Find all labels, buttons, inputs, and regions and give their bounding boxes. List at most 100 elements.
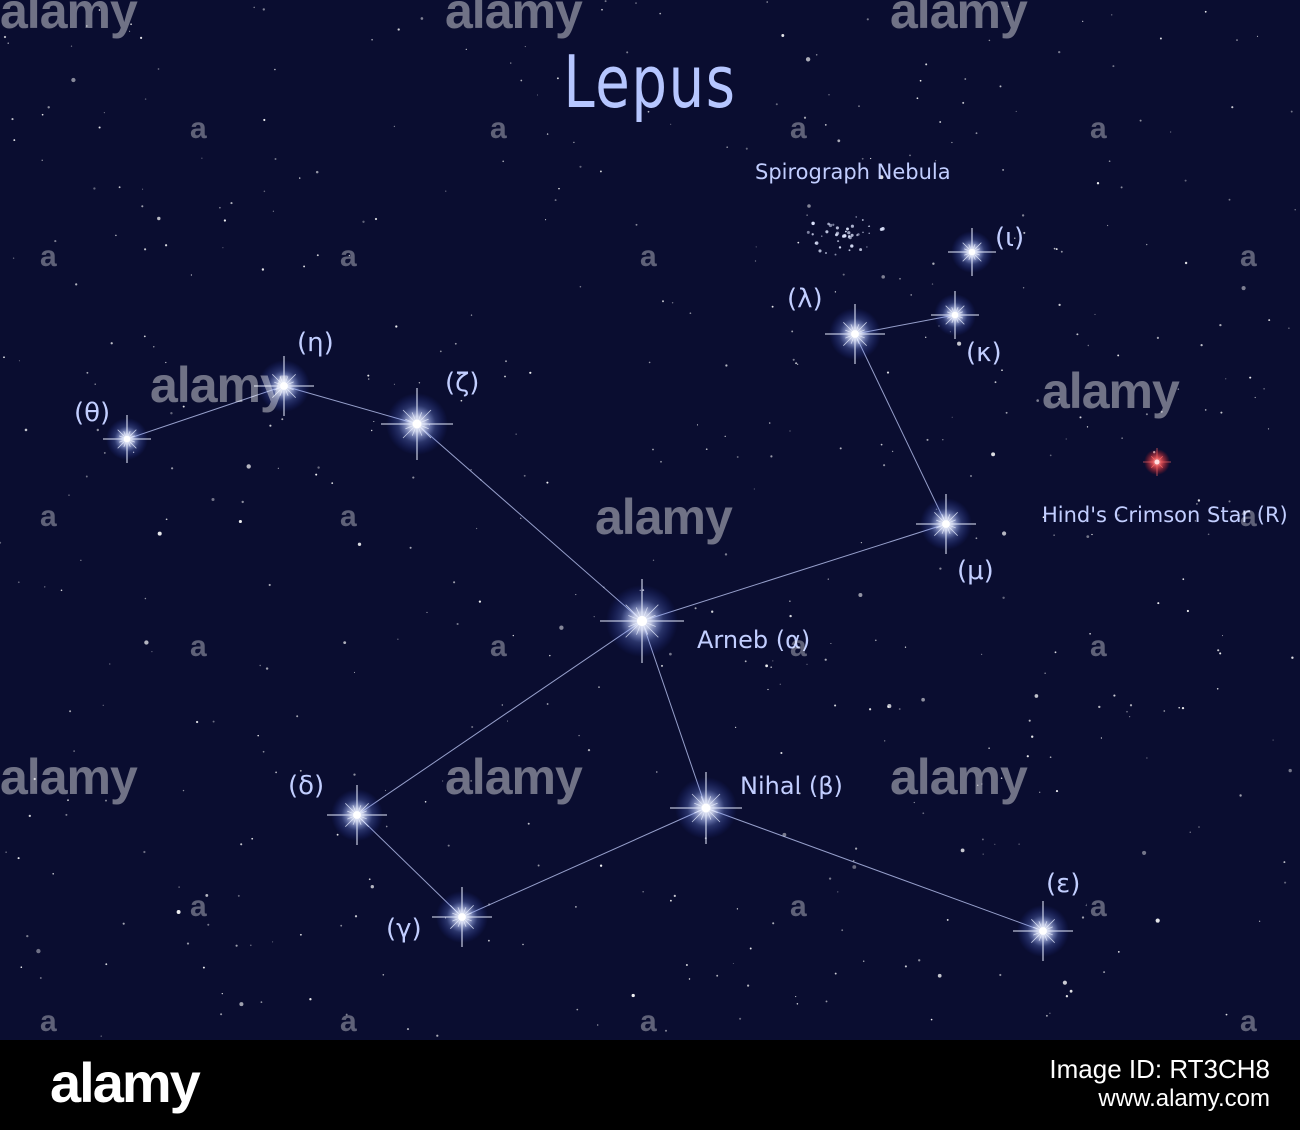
bg-star [357,542,362,546]
bg-star [842,273,845,276]
bg-star [343,641,347,645]
bg-star [1249,376,1252,379]
nebula-label: Spirograph Nebula [755,160,951,184]
bg-star [828,877,832,880]
bg-star [182,789,185,792]
bg-star [1268,319,1271,322]
bg-star [118,186,121,189]
bg-star [976,784,979,787]
watermark-letter: a [1090,630,1107,663]
bg-star [367,374,370,377]
watermark: alamy [595,489,733,545]
bg-star [458,373,461,376]
star-label-kappa: (κ) [966,338,1002,368]
bg-star [647,110,650,113]
bg-star [221,992,223,995]
bg-star [827,578,829,580]
bg-star [770,455,773,458]
bg-star [1049,454,1052,457]
bg-star [1160,410,1163,413]
bg-star [1178,706,1181,709]
bg-star [558,187,560,190]
bg-star [1002,596,1005,599]
bg-star [828,94,830,96]
bg-star [660,460,662,463]
constellation-line-gamma-beta [461,807,707,918]
bg-star [1058,303,1061,307]
bg-star [970,475,972,477]
bg-star [1197,499,1201,502]
bg-star [70,45,73,47]
bg-star [957,341,962,346]
bg-star [26,934,29,938]
bg-star [1241,286,1246,291]
bg-star [631,993,635,998]
star-label-epsilon: (ε) [1046,869,1081,899]
bg-star [775,103,778,106]
bg-star [930,1018,933,1021]
star-label-zeta: (ζ) [445,368,480,398]
bg-star [80,559,82,561]
bg-star [766,1,768,3]
bg-star [881,275,885,279]
bg-star [660,664,664,667]
bg-star [937,973,942,978]
star-gamma [432,887,492,947]
bg-star [834,972,837,975]
bg-star [470,314,473,316]
bg-star [573,141,575,144]
star-label-delta: (δ) [288,771,325,801]
bg-star [1039,791,1041,793]
watermark-letter: a [190,630,207,663]
bg-star [886,371,890,374]
bg-star [1053,534,1055,536]
bg-star [1290,110,1293,113]
bg-star [406,1028,410,1031]
bg-star [317,466,320,469]
bg-star [688,978,691,980]
bg-star [1291,656,1294,659]
sky-canvas [0,0,1296,1037]
bg-star [575,906,577,908]
bg-star [73,750,75,752]
bg-star [904,646,907,648]
bg-star [736,908,739,910]
bg-star [36,948,41,954]
bg-star [1198,826,1200,828]
bg-star [724,553,728,556]
bg-star [182,405,185,408]
watermark-letter: a [1240,240,1257,273]
bg-star [1256,35,1259,37]
bg-star [354,915,358,918]
bg-star [1054,651,1057,654]
bg-star [212,720,215,723]
bg-star [689,312,692,315]
bg-star [670,899,672,902]
bg-star [1283,861,1286,864]
bg-star [739,1017,742,1020]
bg-star [1107,224,1109,227]
bg-star [239,1002,244,1007]
bg-star [439,350,442,353]
constellation-line-beta-epsilon [705,807,1044,932]
bg-star [353,773,356,776]
bg-star [1216,688,1219,690]
bg-star [852,865,857,869]
bg-star [1117,514,1120,517]
bg-star [805,57,811,62]
bg-star [373,420,375,423]
bg-star [975,537,978,540]
bg-star [546,703,549,705]
bg-star [556,77,559,80]
stock-footer: alamy Image ID: RT3CH8 www.alamy.com [0,1040,1300,1130]
bg-star [17,581,20,584]
bg-star [262,750,265,753]
watermark: alamy [0,0,138,39]
star-eta [254,356,314,416]
bg-star [460,399,463,402]
bg-star [374,217,378,221]
bg-star [259,664,261,667]
watermark-letter: a [640,1005,657,1038]
bg-star [41,159,43,161]
bg-star [1207,533,1210,536]
